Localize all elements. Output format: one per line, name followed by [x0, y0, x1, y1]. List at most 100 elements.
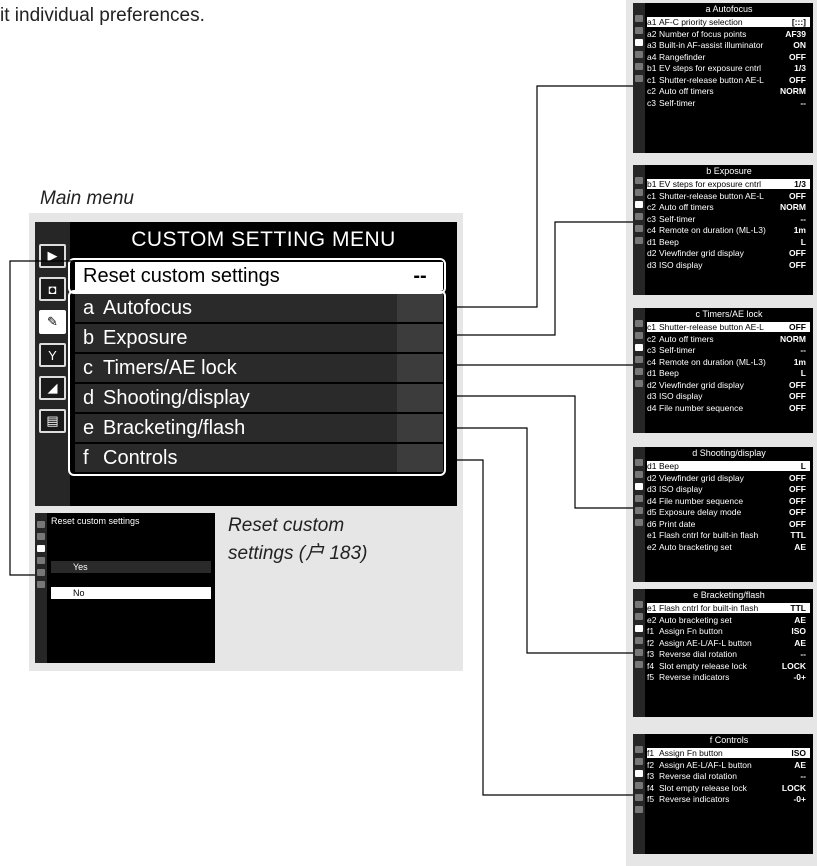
setting-code: d1 [647, 368, 657, 378]
small-sidebar [633, 734, 645, 854]
setting-label: ISO display [659, 391, 703, 401]
main-menu-caption: Main menu [40, 188, 134, 209]
setting-label: Flash cntrl for built-in flash [659, 603, 759, 613]
my-menu-icon[interactable]: ▤ [39, 409, 66, 433]
my-menu-icon [635, 75, 643, 82]
setting-label: ISO display [659, 484, 703, 494]
reset-custom-settings-item[interactable]: Reset custom settings -- [75, 262, 443, 290]
setting-value: OFF [789, 379, 806, 390]
setting-label: Print date [659, 518, 696, 529]
retouch-icon [635, 225, 643, 232]
playback-icon[interactable]: ▶ [39, 244, 66, 268]
setting-value: ISO [791, 748, 806, 758]
group-letter: e [83, 417, 95, 439]
small-sidebar [633, 308, 645, 433]
groups-highlight-bracket [68, 290, 446, 476]
group-value [397, 414, 443, 442]
reset-option-yes[interactable]: Yes [51, 561, 211, 573]
setting-value: AE [794, 637, 806, 648]
setting-label: Viewfinder grid display [659, 379, 744, 390]
setting-label: Remote on duration (ML-L3) [659, 225, 766, 235]
setting-code: f2 [647, 759, 655, 770]
setting-label: Assign AE-L/AF-L button [659, 637, 752, 648]
setting-value: OFF [789, 74, 806, 85]
setting-label: Remote on duration (ML-L3) [659, 356, 766, 367]
retouch-icon[interactable]: ◢ [39, 376, 66, 400]
my-menu-icon [635, 806, 643, 813]
setting-code: c3 [647, 213, 656, 224]
setting-value: [:::] [791, 17, 806, 27]
exposure-connector [457, 221, 633, 336]
setting-code: c2 [647, 333, 656, 344]
retouch-icon [635, 63, 643, 70]
menu-sidebar: ▶ ◘ ✎ Y ◢ ▤ [35, 222, 70, 506]
setting-value: ISO [791, 626, 806, 636]
camera-icon[interactable]: ◘ [39, 277, 66, 301]
submenu-title: e Bracketing/flash [693, 590, 765, 600]
setting-label: Auto off timers [659, 86, 714, 96]
setting-value: NORM [780, 202, 806, 212]
setting-label: Shutter-release button AE-L [659, 74, 764, 85]
setting-code: f3 [647, 771, 655, 781]
wrench-icon[interactable]: Y [39, 343, 66, 367]
setting-code: c1 [647, 322, 656, 332]
group-value [397, 354, 443, 382]
pencil-icon[interactable]: ✎ [39, 310, 66, 334]
retouch-icon [37, 569, 45, 576]
reset-option-no[interactable]: No [51, 587, 211, 599]
setting-label: Slot empty release lock [659, 782, 747, 793]
